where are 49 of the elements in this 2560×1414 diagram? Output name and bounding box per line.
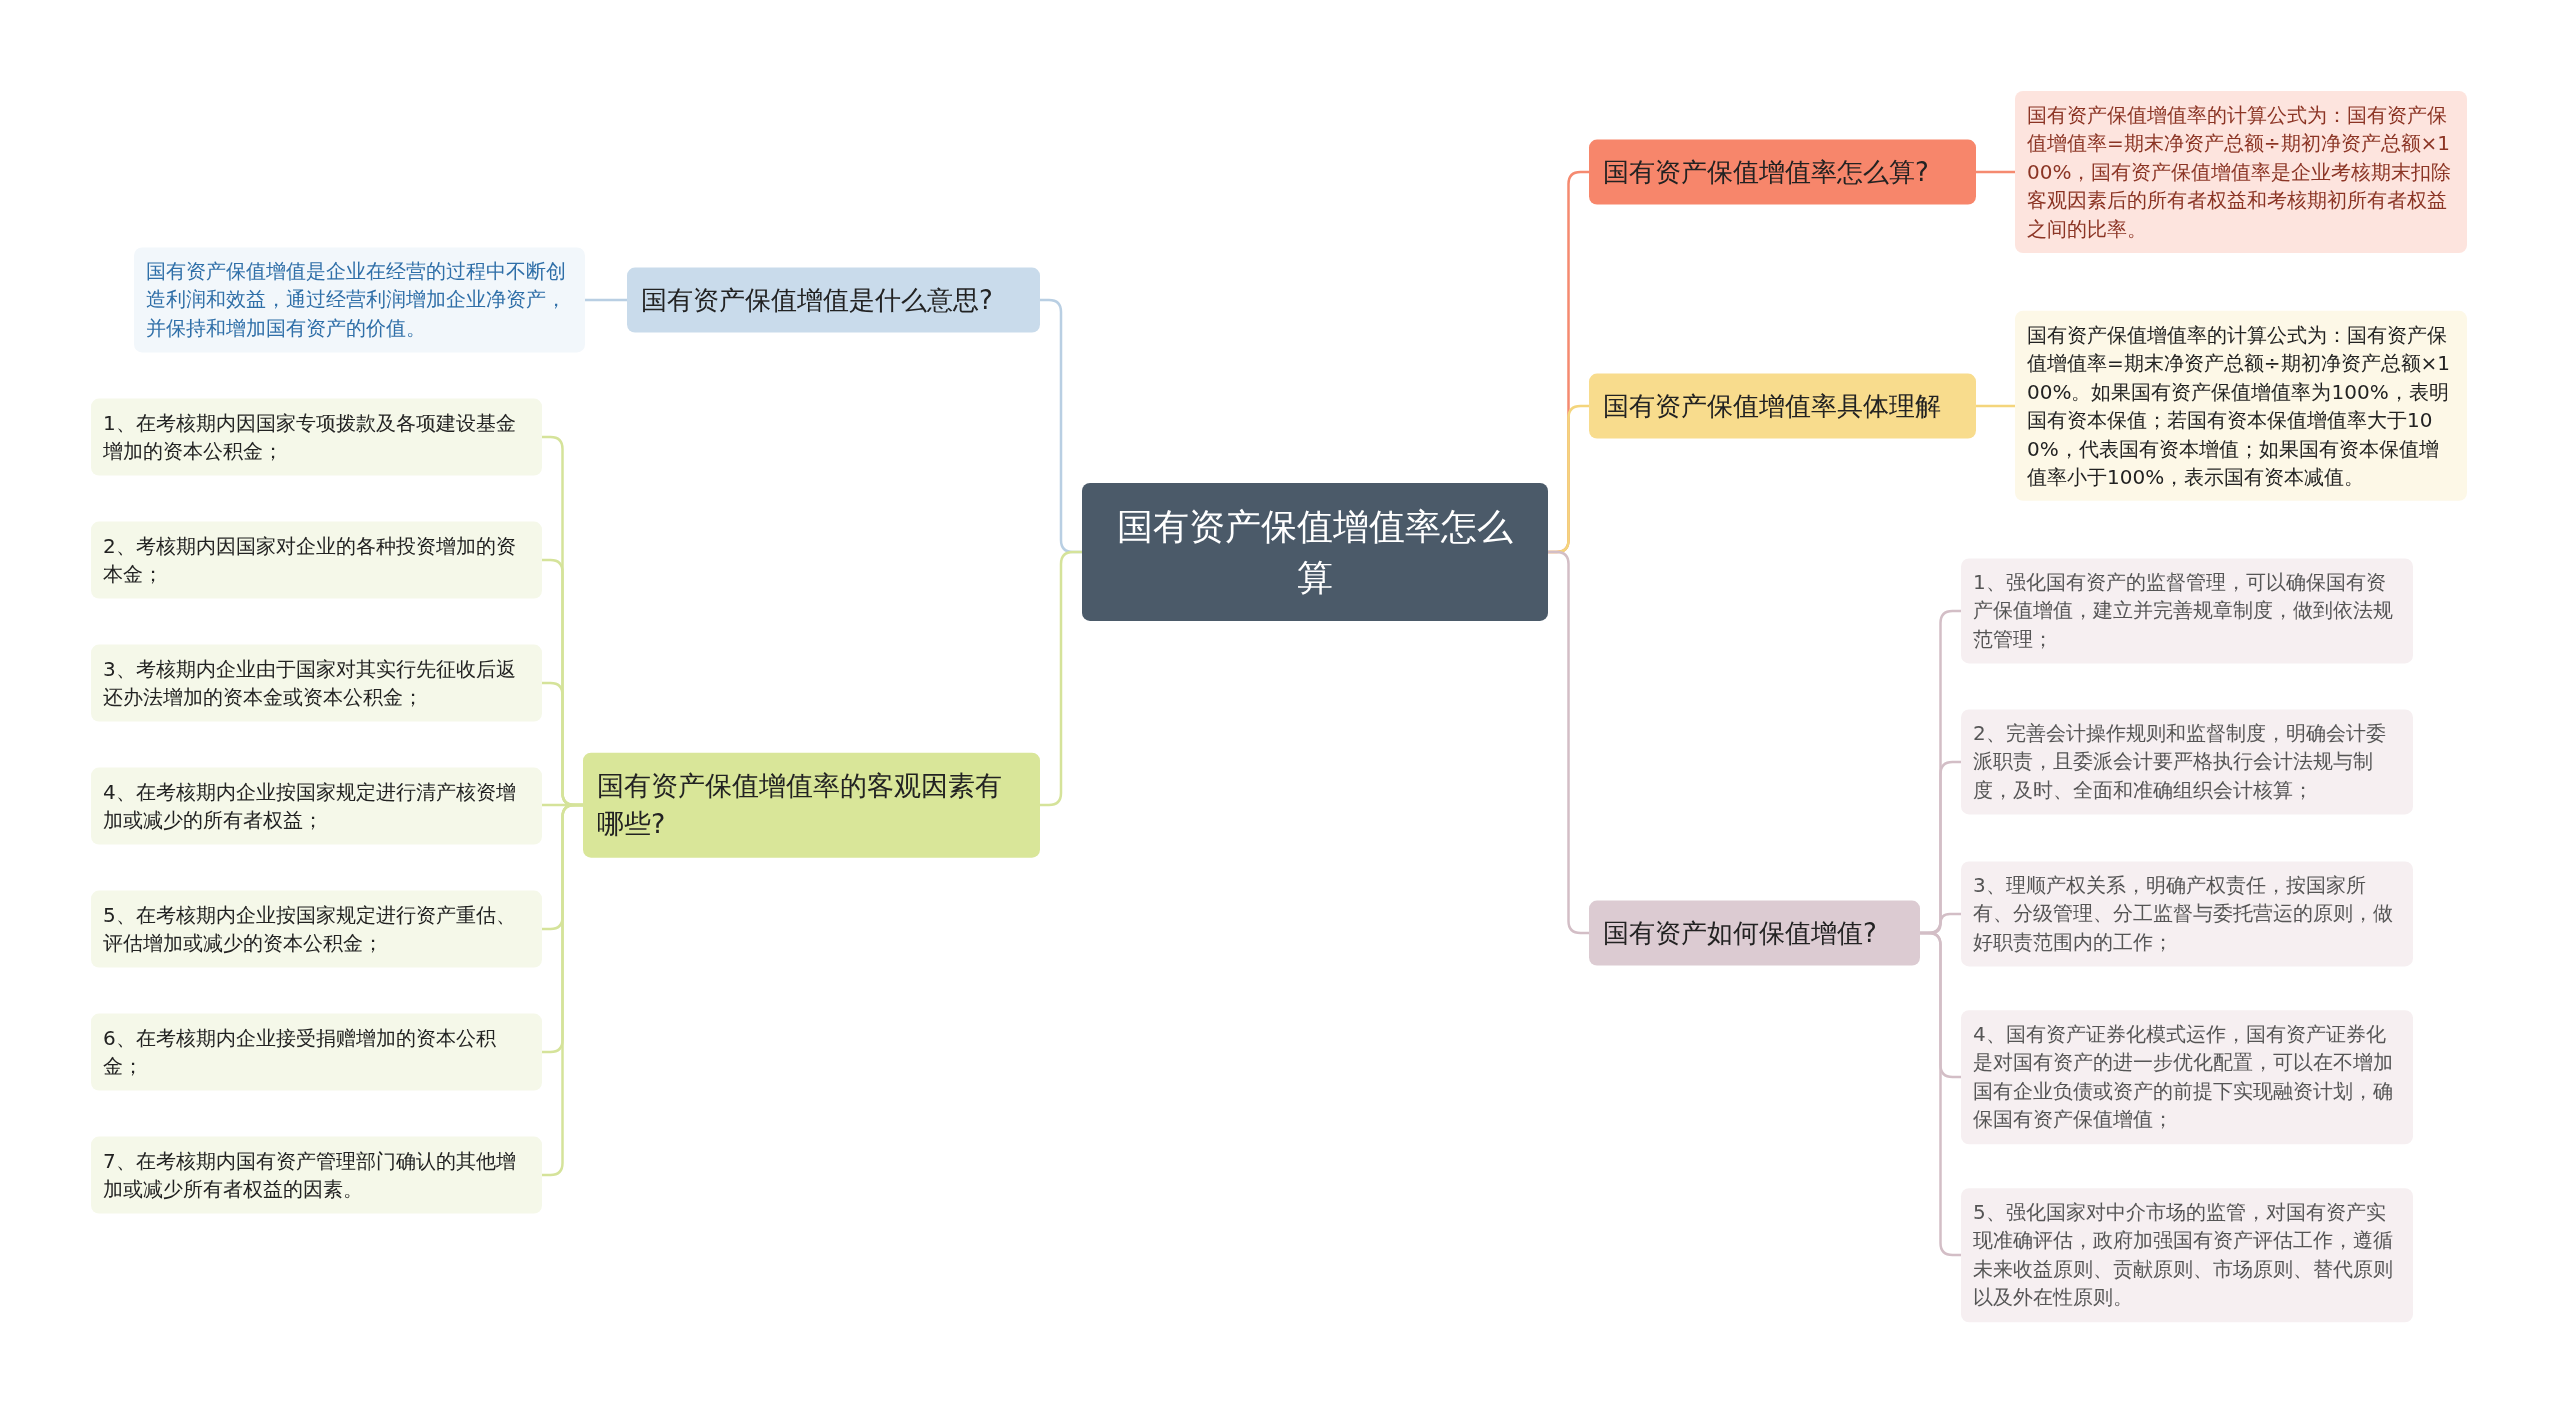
- note-box: [1961, 1010, 2413, 1144]
- topic-box: [1589, 373, 1976, 439]
- topic-box: [1589, 900, 1920, 966]
- node-text: 5、在考核期内企业按国家规定进行资产重估、评估增加或减少的资本公积金；: [103, 901, 517, 957]
- note-box: [91, 890, 542, 968]
- node-text: 国有资产保值增值是企业在经营的过程中不断创造利润和效益，通过经营利润增加企业净资产，并保持和增加国有资产的价值。: [146, 258, 567, 343]
- connector-line: [1976, 170, 2015, 174]
- connector-line: [1548, 550, 1589, 935]
- node-text: 国有资产保值增值率的计算公式为：国有资产保值增值率=期末净资产总额÷期初净资产总额×100%。如果国有资产保值增值率为100%，表明国有资本保值；若国有资本保值增值率大于100%，代表国有资本增值；如果国有资本保值增值率小于100%，表示国有资本减值。: [2027, 321, 2451, 491]
- node-text: 1、在考核期内因国家专项拨款及各项建设基金增加的资本公积金；: [103, 409, 517, 465]
- node-text: 国有资产保值增值率的客观因素有哪些?: [597, 768, 1003, 841]
- note-box: [2015, 310, 2467, 502]
- topic-box: [627, 267, 1040, 333]
- node-text: 2、考核期内因国家对企业的各种投资增加的资本金；: [103, 532, 517, 588]
- connector-line: [1976, 404, 2015, 408]
- connector-line: [585, 298, 627, 302]
- node-text: 2、完善会计操作规则和监督制度，明确会计委派职责，且委派会计要严格执行会计法规与制度，及时、全面和准确组织会计核算；: [1973, 720, 2387, 805]
- connector-line: [1920, 931, 1961, 1257]
- note-box: [134, 247, 585, 353]
- node-text: 国有资产保值增值是什么意思?: [641, 283, 994, 317]
- node-text: 国有资产保值增值率具体理解: [1603, 389, 1942, 423]
- node-text: 6、在考核期内企业接受捐赠增加的资本公积金；: [103, 1024, 497, 1080]
- node-text: 国有资产保值增值率怎么算?: [1603, 155, 1930, 189]
- note-box: [91, 1136, 542, 1214]
- note-box: [91, 1013, 542, 1091]
- connector-line: [1040, 550, 1082, 807]
- note-box: [2015, 91, 2467, 253]
- connector-line: [542, 803, 583, 1177]
- node-text: 3、理顺产权关系，明确产权责任，按国家所有、分级管理、分工监督与委托营运的原则，做好职责范围内的工作；: [1973, 872, 2394, 957]
- note-box: [1961, 1188, 2413, 1322]
- node-text: 4、国有资产证券化模式运作，国有资产证券化是对国有资产的进一步优化配置，可以在不增加国有企业负债或资产的前提下实现融资计划，确保国有资产保值增值；: [1973, 1021, 2394, 1134]
- node-text: 国有资产保值增值率怎么算: [1116, 504, 1514, 600]
- node-text: 4、在考核期内企业按国家规定进行清产核资增加或减少的所有者权益；: [103, 778, 517, 834]
- central-topic-box: [1082, 482, 1548, 622]
- note-box: [91, 521, 542, 599]
- node-text: 国有资产保值增值率的计算公式为：国有资产保值增值率=期末净资产总额÷期初净资产总额×100%，国有资产保值增值率是企业考核期末扣除客观因素后的所有者权益和考核期初所有者权益之间的比率。: [2027, 102, 2453, 243]
- note-box: [91, 767, 542, 845]
- note-box: [91, 398, 542, 476]
- note-box: [1961, 709, 2413, 815]
- node-text: 国有资产如何保值增值?: [1603, 916, 1878, 950]
- node-text: 3、考核期内企业由于国家对其实行先征收后返还办法增加的资本金或资本公积金；: [103, 655, 517, 711]
- node-text: 5、强化国家对中介市场的监管，对国有资产实现准确评估，政府加强国有资产评估工作，遵循未来收益原则、贡献原则、市场原则、替代原则以及外在性原则。: [1973, 1199, 2394, 1312]
- note-box: [1961, 558, 2413, 664]
- note-box: [91, 644, 542, 722]
- node-text: 1、强化国有资产的监督管理，可以确保国有资产保值增值，建立并完善规章制度，做到依法规范管理；: [1973, 569, 2394, 654]
- node-text: 7、在考核期内国有资产管理部门确认的其他增加或减少所有者权益的因素。: [103, 1147, 517, 1203]
- note-box: [1961, 861, 2413, 967]
- topic-box: [583, 752, 1040, 858]
- topic-box: [1589, 139, 1976, 205]
